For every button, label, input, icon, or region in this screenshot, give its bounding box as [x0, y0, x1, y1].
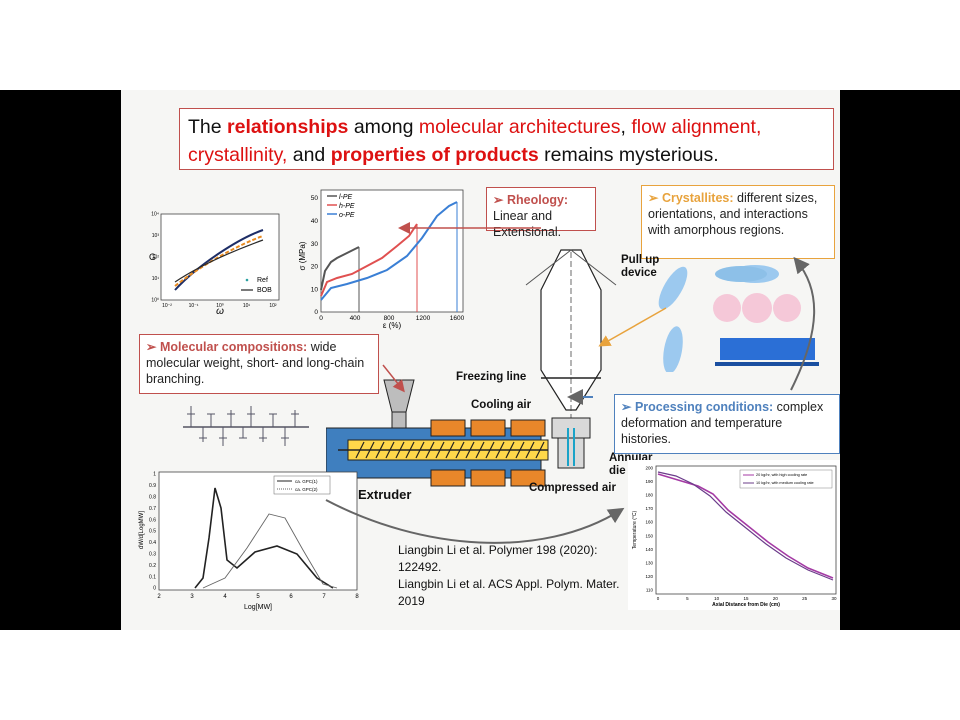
g-ytick: 10⁰ — [151, 298, 159, 304]
arrows-overlay — [325, 222, 816, 544]
mwd-ytick: 0.9 — [149, 483, 156, 489]
extruder-label: Extruder — [358, 487, 412, 502]
mwd-xtick: 6 — [289, 594, 293, 600]
mwd-chart: dW/d[LogMW] Log[MW] 2 3 4 5 6 7 8 0 0.1 0.2 0.3 0.4… — [139, 471, 359, 611]
temp-ytick: 160 — [645, 520, 653, 525]
g-ytick: 10⁴ — [151, 212, 159, 218]
crystallites-callout: ➢ Crystallites: different sizes, orienta… — [641, 185, 835, 259]
mwd-ytick: 0 — [153, 586, 156, 592]
freezing-line-label: Freezing line — [456, 371, 527, 383]
ss-ylabel: σ (MPa) — [298, 241, 307, 270]
ss-xtick: 0 — [319, 315, 323, 322]
temp-ytick: 110 — [646, 588, 654, 593]
g-xtick: 10² — [269, 303, 277, 309]
ss-ytick: 0 — [314, 309, 318, 316]
mwd-xlabel: Log[MW] — [244, 604, 272, 611]
temp-xtick: 5 — [686, 596, 689, 601]
temp-ylabel: Temperature (°C) — [632, 510, 638, 549]
svg-text:o-PE: o-PE — [339, 212, 355, 219]
ss-xtick: 1200 — [416, 315, 431, 322]
temp-xtick: 10 — [714, 596, 720, 601]
ss-legend: l-PE h-PE o-PE — [327, 194, 355, 219]
mwd-ytick: 0.7 — [149, 506, 156, 512]
extruder-diagram — [326, 249, 617, 487]
ss-xtick: 800 — [384, 315, 395, 322]
temp-xtick: 30 — [831, 596, 837, 601]
processing-callout: ➢ Processing conditions: complex deforma… — [614, 394, 840, 454]
g-legend-ref: Ref — [257, 277, 268, 284]
g-xtick: 10⁻² — [162, 303, 172, 309]
ss-ytick: 50 — [311, 195, 319, 202]
temp-ytick: 120 — [645, 574, 653, 579]
mwd-ylabel: dW/d[LogMW] — [139, 511, 145, 549]
temp-ytick: 190 — [645, 479, 653, 484]
temp-ytick: 200 — [645, 466, 653, 471]
temp-ytick: 130 — [645, 560, 653, 565]
molecule-sketch — [183, 406, 309, 446]
citation: Liangbin Li et al. Polymer 198 (2020): 1… — [398, 543, 620, 608]
temp-xtick: 0 — [657, 596, 660, 601]
rheology-chart: G ω 10⁻² 10⁻¹ 10⁰ 10¹ 10² 10⁰ 10¹ 10² 10³ 10⁴ Ref… — [149, 212, 280, 316]
mwd-ytick: 0.3 — [149, 551, 156, 557]
stress-strain-chart: σ (MPa) ε (%) 0 400 800 1200 1600 0 10 20 30 40 50… — [298, 189, 465, 330]
mwd-xtick: 7 — [322, 594, 326, 600]
crystallites-illustration — [658, 265, 819, 372]
mwd-ytick: 0.8 — [149, 494, 156, 500]
ss-xtick: 400 — [350, 315, 361, 322]
ss-xtick: 1600 — [450, 315, 465, 322]
temp-xtick: 15 — [743, 596, 749, 601]
mwd-legend-2: ca. GPC(2) — [295, 487, 318, 492]
mwd-ytick: 1 — [153, 472, 156, 478]
molecular-callout: ➢ Molecular compositions: wide molecular… — [139, 334, 379, 394]
temp-legend-2: 10 kg/hr, with medium cooling rate — [756, 481, 814, 485]
svg-text:h-PE: h-PE — [339, 203, 355, 210]
mwd-legend-1: ca. GPC(1) — [295, 479, 318, 484]
temp-ytick: 180 — [645, 493, 653, 498]
ss-ytick: 40 — [311, 218, 319, 225]
ss-xlabel: ε (%) — [383, 321, 402, 330]
mwd-ytick: 0.5 — [149, 529, 156, 535]
bottom-area — [0, 630, 960, 720]
mwd-ytick: 0.4 — [149, 540, 156, 546]
temperature-chart: 20 kg/hr, with high cooling rate 10 kg/h… — [628, 460, 840, 610]
g-ytick: 10² — [152, 255, 160, 261]
g-xtick: 10⁰ — [216, 303, 224, 309]
g-legend-bob: BOB — [257, 287, 272, 294]
mwd-xtick: 3 — [190, 594, 194, 600]
temp-legend-1: 20 kg/hr, with high cooling rate — [756, 473, 807, 477]
mwd-ytick: 0.1 — [149, 574, 156, 580]
cooling-air-label: Cooling air — [471, 399, 532, 411]
g-ytick: 10¹ — [152, 276, 160, 282]
slide: The relationships among molecular archit… — [121, 90, 840, 630]
g-ytick: 10³ — [152, 233, 160, 239]
temp-xlabel: Axial Distance from Die (cm) — [712, 602, 780, 608]
ss-ytick: 30 — [311, 241, 319, 248]
temp-xtick: 25 — [802, 596, 808, 601]
compressed-air-label: Compressed air — [529, 482, 616, 494]
mwd-xtick: 8 — [355, 594, 359, 600]
mwd-xtick: 5 — [256, 594, 260, 600]
slide-title: The relationships among molecular archit… — [179, 108, 834, 170]
pull-up-device-label: Pull up device — [621, 254, 660, 279]
mwd-xtick: 2 — [157, 594, 161, 600]
g-ylabel: G — [149, 252, 156, 262]
temp-xtick: 20 — [773, 596, 779, 601]
temp-ytick: 140 — [645, 547, 653, 552]
mwd-ytick: 0.6 — [149, 517, 156, 523]
temp-ytick: 150 — [645, 533, 653, 538]
mwd-xtick: 4 — [223, 594, 227, 600]
svg-text:l-PE: l-PE — [339, 194, 353, 201]
temp-ytick: 170 — [645, 506, 653, 511]
ss-ytick: 20 — [311, 264, 319, 271]
ss-ytick: 10 — [311, 286, 319, 293]
g-xlabel: ω — [216, 306, 224, 316]
g-xtick: 10⁻¹ — [189, 303, 199, 309]
mwd-ytick: 0.2 — [149, 563, 156, 569]
g-xtick: 10¹ — [243, 303, 251, 309]
